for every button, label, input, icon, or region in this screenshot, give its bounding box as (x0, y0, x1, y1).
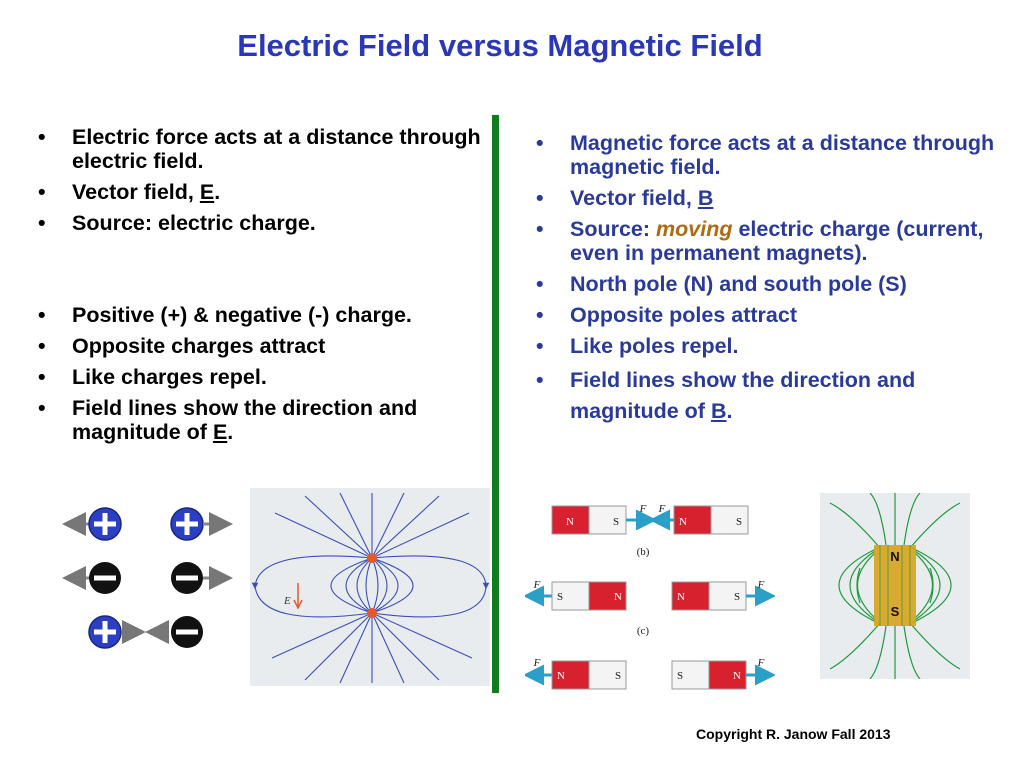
svg-text:N: N (677, 591, 685, 603)
symbol-b: B (697, 186, 714, 210)
bullet-opposite-charges: Opposite charges attract (30, 334, 500, 358)
negative-charge-pair (62, 562, 233, 594)
svg-text:N: N (566, 516, 574, 528)
bullet-electric-force: Electric force acts at a distance throug… (30, 125, 500, 173)
column-divider (492, 115, 499, 693)
svg-text:S: S (557, 591, 563, 603)
positive-source-charge (367, 553, 377, 563)
opposite-charge-pair (88, 615, 203, 649)
bullet-like-charges: Like charges repel. (30, 365, 500, 389)
svg-text:F: F (639, 503, 647, 515)
bar-magnet-field-lines: N S (820, 493, 970, 679)
negative-sink-charge (367, 608, 377, 618)
moving-emphasis: moving (656, 217, 733, 241)
charge-force-diagram (62, 507, 233, 649)
symbol-b: B (710, 399, 727, 423)
bullet-source-moving-charge: Source: moving electric charge (current,… (528, 217, 998, 265)
svg-text:N: N (733, 670, 741, 682)
svg-text:N: N (614, 591, 622, 603)
bullet-source-charge: Source: electric charge. (30, 211, 500, 235)
bullet-field-lines-e: Field lines show the direction and magni… (30, 396, 500, 444)
svg-text:F: F (757, 657, 765, 669)
magnetic-field-bullets: Magnetic force acts at a distance throug… (528, 131, 998, 434)
bar-magnet-force-diagram: N S F F N S (b) F S N N S F (c) F (525, 503, 775, 690)
bullet-magnetic-force: Magnetic force acts at a distance throug… (528, 131, 998, 179)
electric-field-bullets: Electric force acts at a distance throug… (30, 125, 500, 242)
north-pole-label: N (890, 549, 899, 564)
positive-charge-pair (62, 507, 233, 541)
svg-text:S: S (736, 516, 742, 528)
svg-text:S: S (615, 670, 621, 682)
svg-text:S: S (613, 516, 619, 528)
magnet-pair-sn-ns: F S N N S F (525, 579, 775, 611)
symbol-e: E (199, 180, 215, 204)
bullet-vector-field-b: Vector field, B (528, 186, 998, 210)
magnet-pair-repel-ns-ns: N S F F N S (551, 503, 749, 535)
page-title: Electric Field versus Magnetic Field (237, 28, 763, 63)
svg-text:N: N (679, 516, 687, 528)
bullet-opposite-poles: Opposite poles attract (528, 303, 998, 327)
svg-text:N: N (557, 670, 565, 682)
bullet-like-poles: Like poles repel. (528, 334, 998, 358)
copyright-notice: Copyright R. Janow Fall 2013 (696, 726, 891, 742)
magnet-pair-ns-sn: F N S S N F (525, 657, 775, 690)
svg-text:F: F (533, 579, 541, 591)
svg-text:S: S (734, 591, 740, 603)
svg-text:F: F (658, 503, 666, 515)
bullet-field-lines-b: Field lines show the direction and magni… (528, 365, 998, 427)
bullet-vector-field-e: Vector field, E. (30, 180, 500, 204)
bullet-poles: North pole (N) and south pole (S) (528, 272, 998, 296)
symbol-e: E (212, 420, 228, 444)
electric-dipole-field-lines: E (250, 488, 490, 686)
svg-text:F: F (757, 579, 765, 591)
svg-text:F: F (533, 657, 541, 669)
charge-bullets: Positive (+) & negative (-) charge. Oppo… (30, 303, 500, 451)
e-vector-label: E (283, 595, 291, 607)
panel-b-label: (b) (637, 546, 650, 558)
bullet-positive-negative: Positive (+) & negative (-) charge. (30, 303, 500, 327)
panel-c-label: (c) (637, 625, 650, 637)
svg-text:S: S (677, 670, 683, 682)
bar-magnet (874, 545, 916, 626)
south-pole-label: S (891, 604, 900, 619)
